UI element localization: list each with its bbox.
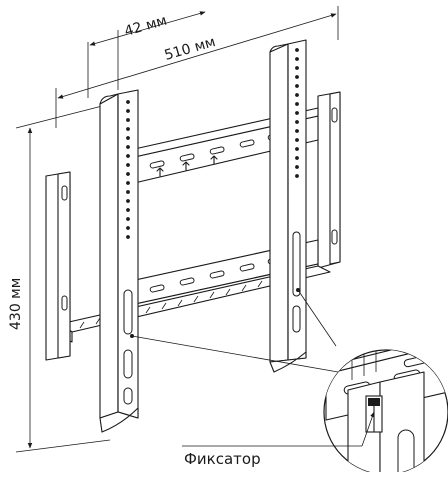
bracket-hole bbox=[295, 57, 299, 61]
dimension-lines bbox=[15, 6, 339, 453]
fixator-callout: Фиксатор bbox=[182, 411, 375, 468]
bracket-hole bbox=[126, 181, 130, 185]
left-bracket-holes bbox=[126, 100, 130, 239]
callout-leaders bbox=[130, 288, 339, 373]
bracket-hole bbox=[126, 163, 130, 167]
dim-430-label: 430 мм bbox=[8, 278, 24, 330]
right-vertical-bracket bbox=[269, 39, 307, 373]
bracket-hole bbox=[295, 93, 299, 97]
end-plate-slots bbox=[61, 107, 338, 311]
bracket-hole bbox=[126, 100, 130, 104]
bracket-hole bbox=[126, 127, 130, 131]
bracket-hole bbox=[295, 102, 299, 106]
bracket-hole bbox=[126, 208, 130, 212]
bracket-hole bbox=[295, 174, 299, 178]
bracket-hole bbox=[126, 172, 130, 176]
bracket-hole bbox=[295, 48, 299, 52]
bracket-hole bbox=[126, 190, 130, 194]
dim-42-label: 42 мм bbox=[123, 13, 169, 40]
bracket-hole bbox=[295, 165, 299, 169]
bracket-hole bbox=[295, 120, 299, 124]
bracket-hole bbox=[295, 129, 299, 133]
bracket-hole bbox=[126, 217, 130, 221]
bracket-hole bbox=[295, 147, 299, 151]
detail-magnifier bbox=[323, 349, 448, 475]
fixator-label: Фиксатор bbox=[184, 450, 261, 468]
bracket-hole bbox=[126, 226, 130, 230]
bracket-hole bbox=[295, 75, 299, 79]
bracket-hole bbox=[126, 199, 130, 203]
bracket-hole bbox=[126, 154, 130, 158]
dim-510-label: 510 мм bbox=[163, 34, 218, 64]
bracket-hole bbox=[295, 156, 299, 160]
right-bracket-holes bbox=[295, 48, 299, 178]
bracket-hole bbox=[295, 84, 299, 88]
bracket-hole bbox=[126, 136, 130, 140]
bracket-hole bbox=[295, 111, 299, 115]
bracket-hole bbox=[126, 145, 130, 149]
bracket-hole bbox=[126, 109, 130, 113]
bracket-hole bbox=[126, 235, 130, 239]
bracket-hole bbox=[295, 138, 299, 142]
left-vertical-bracket bbox=[99, 89, 139, 433]
bracket-hole bbox=[295, 66, 299, 70]
bracket-hole bbox=[126, 118, 130, 122]
